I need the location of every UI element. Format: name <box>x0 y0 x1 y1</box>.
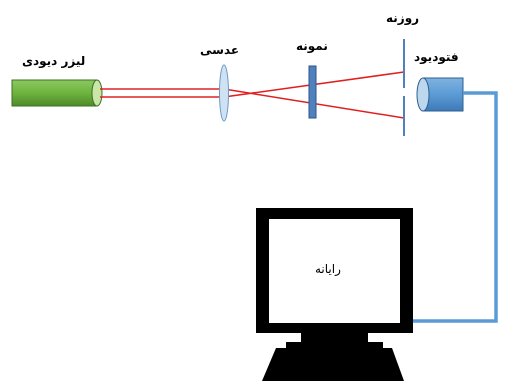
diode-laser-label: لیزر دیودی <box>22 54 86 68</box>
lens-label: عدسی <box>200 43 240 57</box>
sample-plate <box>308 65 317 119</box>
photodiode-label: فتودیود <box>414 50 459 64</box>
computer-monitor <box>256 208 413 381</box>
diode-laser <box>11 79 103 107</box>
slit-label: روزنه <box>386 11 420 25</box>
computer-label: رایانه <box>315 262 341 276</box>
laser-beams <box>100 71 405 119</box>
laser-aperture <box>91 79 103 107</box>
monitor-base-lower <box>262 348 404 381</box>
laser-body <box>11 79 98 107</box>
monitor-base-upper <box>286 342 383 348</box>
monitor-neck <box>301 333 368 342</box>
sample-label: نمونه <box>296 39 328 53</box>
photodiode <box>416 77 464 112</box>
photodiode-face <box>416 77 430 112</box>
lens <box>219 64 229 122</box>
monitor-screen <box>269 219 400 323</box>
signal-cable <box>413 91 498 323</box>
